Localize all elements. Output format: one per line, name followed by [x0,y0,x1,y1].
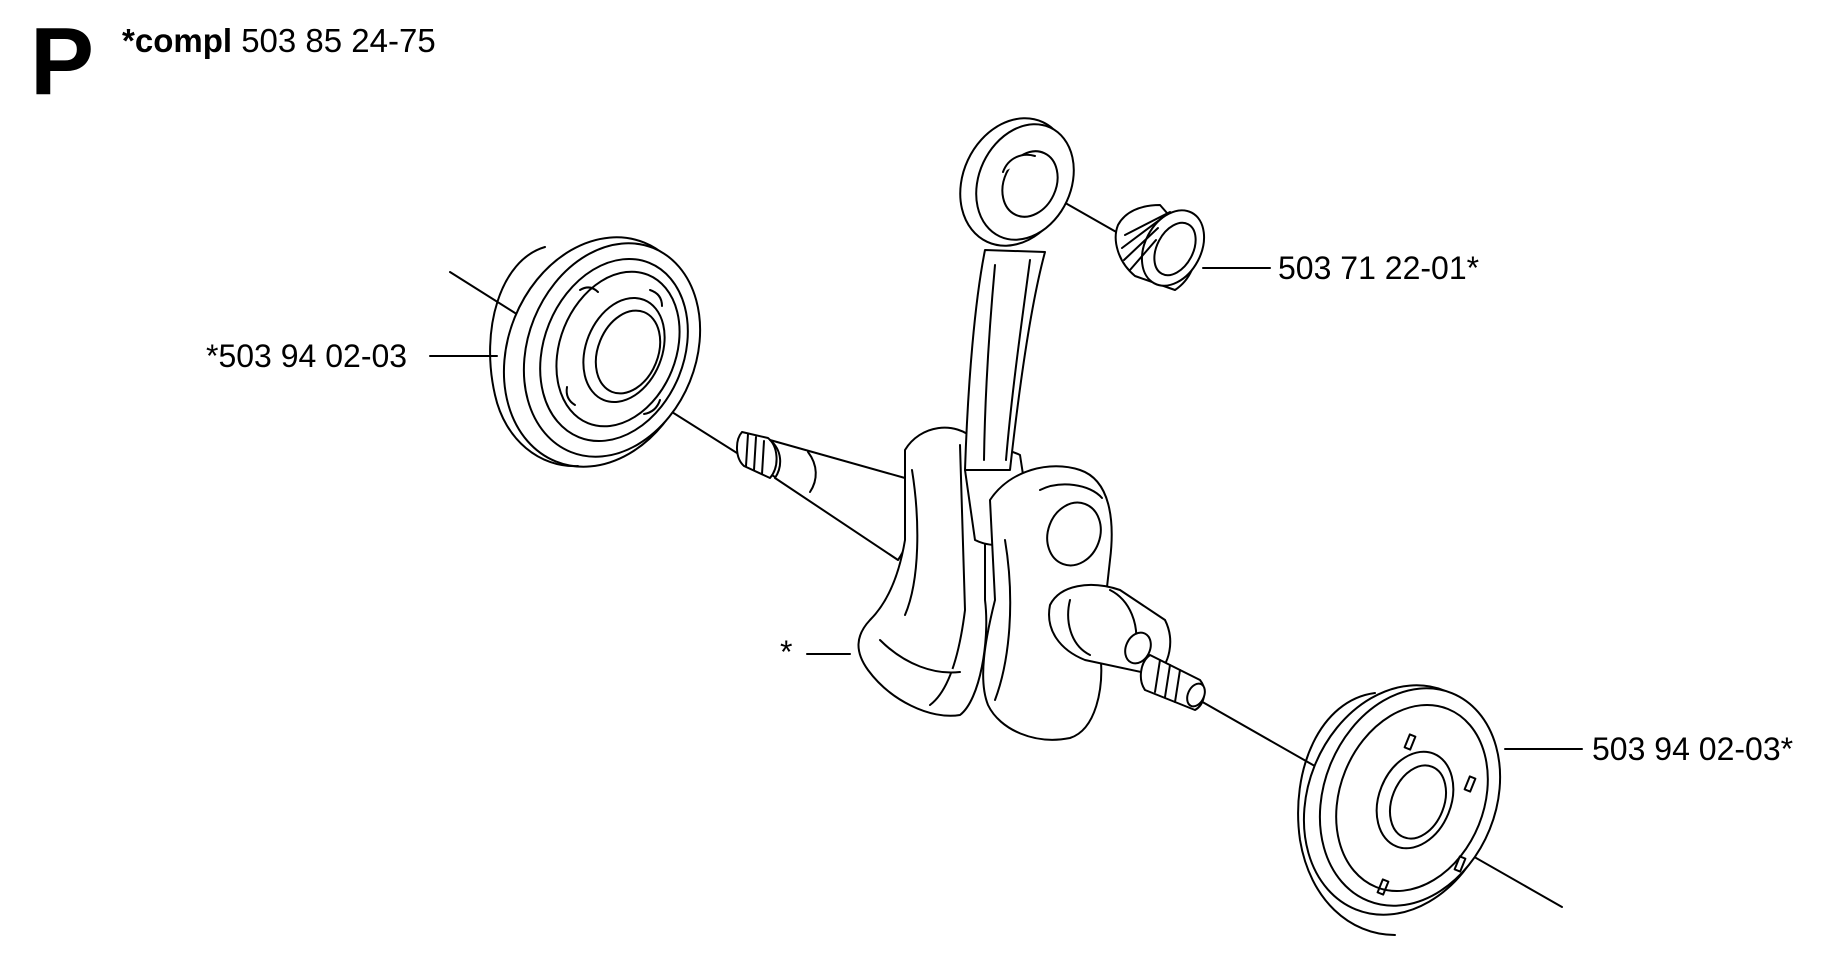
needle-bearing [1116,200,1217,297]
left-bearing-callout: *503 94 02-03 [206,338,408,374]
complete-assembly-number: *compl 503 85 24-75 [122,22,436,60]
right-bearing-callout: 503 94 02-03* [1592,731,1794,767]
section-letter: P [30,8,95,115]
crankshaft [737,100,1208,740]
compl-part-number: 503 85 24-75 [241,22,436,59]
leader-lines [430,268,1582,749]
left-main-bearing [470,208,731,496]
compl-prefix: *compl [122,22,233,59]
needle-bearing-callout: 503 71 22-01* [1278,250,1480,286]
crankshaft-callout: * [780,634,793,670]
right-main-bearing [1270,656,1531,944]
